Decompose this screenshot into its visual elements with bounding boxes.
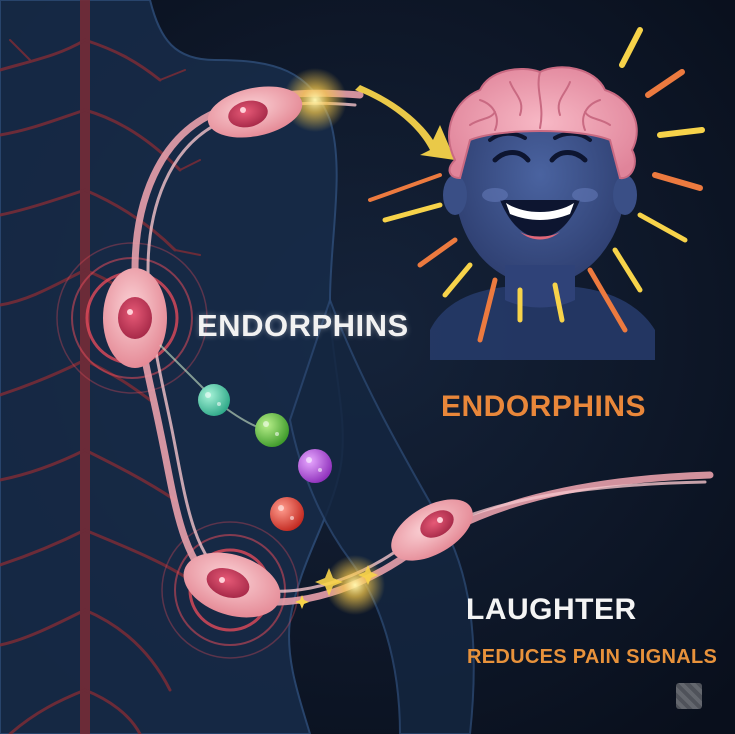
- joy-burst-rays: [368, 27, 705, 343]
- molecule-purple: [298, 449, 332, 483]
- label-laughter: LAUGHTER: [466, 593, 637, 626]
- watermark-icon: [676, 683, 702, 709]
- glow-top: [283, 68, 347, 132]
- brain: [448, 66, 638, 180]
- sparkles: [295, 565, 378, 609]
- neuron-right: [391, 499, 473, 561]
- signal-arrow: [355, 85, 455, 160]
- molecule-red: [270, 497, 304, 531]
- label-endorphins-main: ENDORPHINS: [197, 308, 409, 343]
- molecule-teal: [198, 384, 230, 416]
- nerve-tree: [0, 0, 201, 734]
- label-endorphins-side: ENDORPHINS: [441, 390, 647, 423]
- molecule-green: [255, 413, 289, 447]
- neuron-top: [207, 86, 303, 138]
- neuron-lower: [183, 552, 281, 618]
- neuron-upper: [103, 268, 167, 368]
- endorphin-molecules: [159, 344, 332, 531]
- label-reduces-pain-signals: REDUCES PAIN SIGNALS: [467, 646, 718, 668]
